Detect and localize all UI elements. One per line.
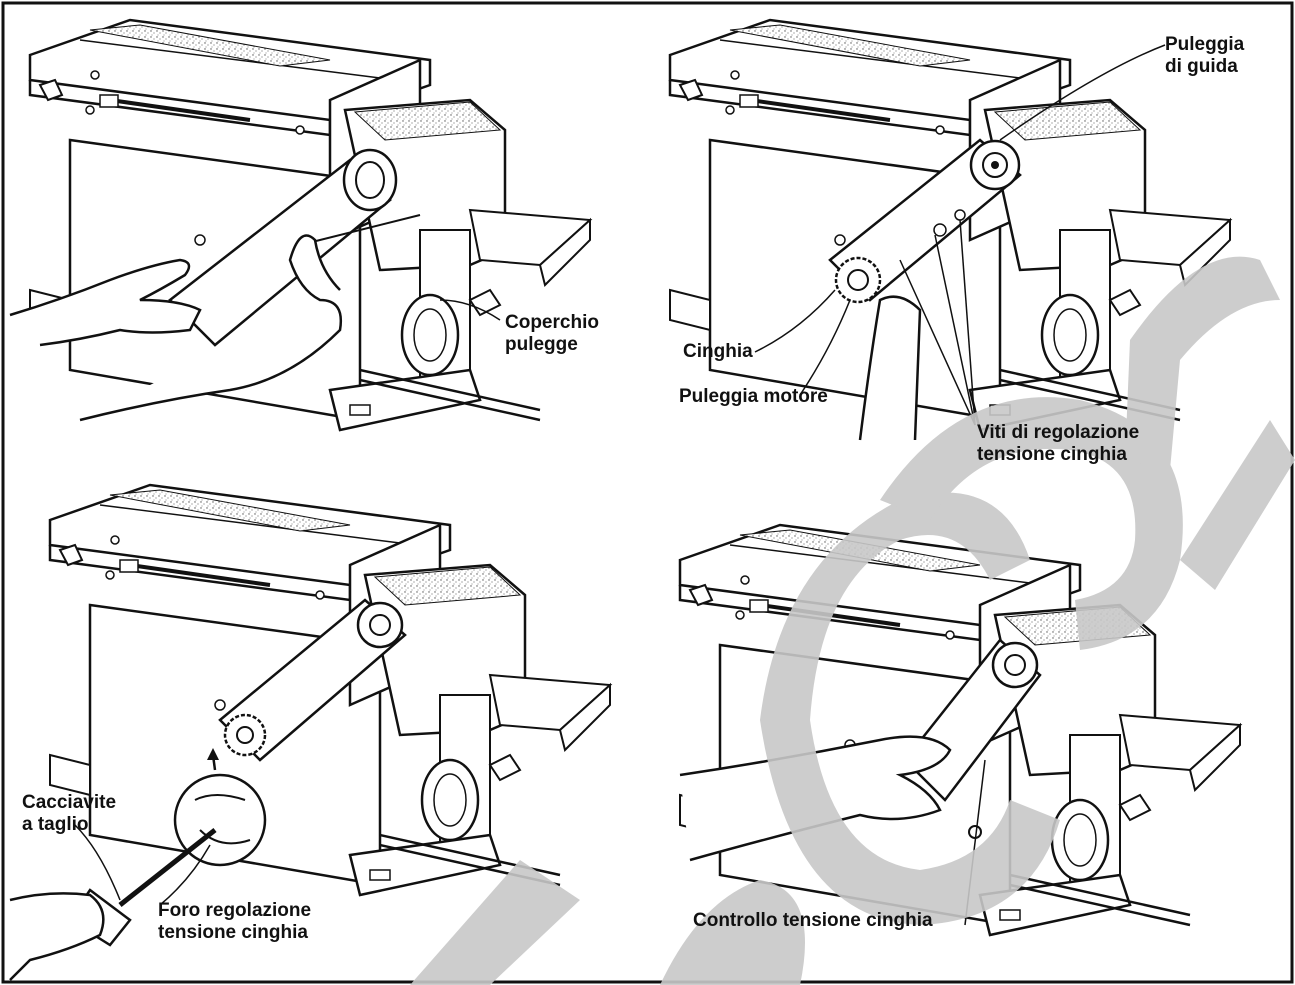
screwdriver-illustration xyxy=(9,828,217,981)
leader-line xyxy=(999,44,1166,141)
label-controllo-tensione: Controllo tensione cinghia xyxy=(693,910,933,931)
leader-line xyxy=(74,824,121,901)
panel-bottom-left xyxy=(9,483,612,981)
belt-assembly xyxy=(828,138,1022,304)
watermark xyxy=(410,256,1295,985)
hand-illustration xyxy=(858,295,922,441)
leader-line xyxy=(899,259,976,426)
pulley-cover xyxy=(168,148,421,347)
label-foro-regolazione: Foro regolazione tensione cinghia xyxy=(158,900,312,943)
leader-line xyxy=(799,299,851,396)
leader-line xyxy=(439,299,501,321)
label-coperchio-pulegge: Coperchio pulegge xyxy=(505,312,599,355)
label-puleggia-motore: Puleggia motore xyxy=(679,386,828,407)
label-cacciavite-a-taglio: Cacciavite a taglio xyxy=(22,792,117,835)
leader-line xyxy=(159,844,211,906)
panel-top-right xyxy=(668,18,1232,441)
hand-illustration xyxy=(9,234,343,422)
leader-line xyxy=(959,219,976,426)
leader-line xyxy=(754,289,836,353)
label-puleggia-di-guida: Puleggia di guida xyxy=(1165,34,1245,77)
panel-top-left xyxy=(9,18,592,432)
leader-line xyxy=(934,234,976,426)
label-viti-regolazione: Viti di regolazione tensione cinghia xyxy=(977,422,1140,465)
belt-assembly xyxy=(218,598,407,762)
label-cinghia: Cinghia xyxy=(683,341,753,362)
